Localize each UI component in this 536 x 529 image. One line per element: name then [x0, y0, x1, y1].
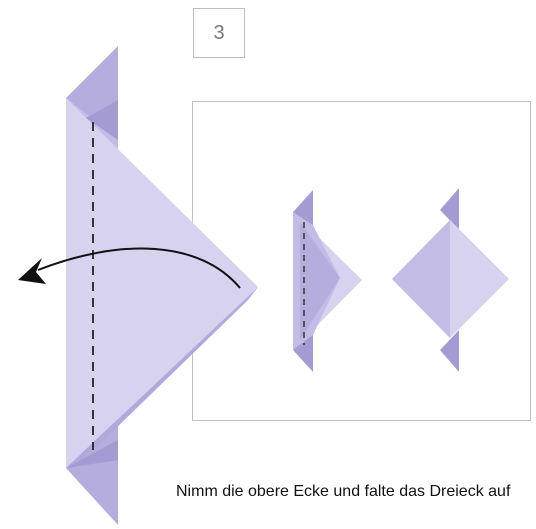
bottom-flap — [66, 420, 118, 525]
inset-left-illustration — [293, 190, 362, 372]
instruction-caption: Nimm die obere Ecke und falte das Dreiec… — [176, 483, 511, 500]
curved-left-arrow-icon — [18, 247, 241, 289]
big-triangle — [66, 98, 258, 468]
main-folded-paper — [66, 46, 258, 525]
top-flap-tip — [86, 100, 118, 140]
step-number-box: 3 — [193, 8, 245, 58]
bottom-flap-tip — [66, 440, 118, 468]
triangle-fold-edge — [66, 287, 258, 468]
inset-right-illustration — [392, 188, 509, 372]
step-number: 3 — [213, 21, 225, 44]
